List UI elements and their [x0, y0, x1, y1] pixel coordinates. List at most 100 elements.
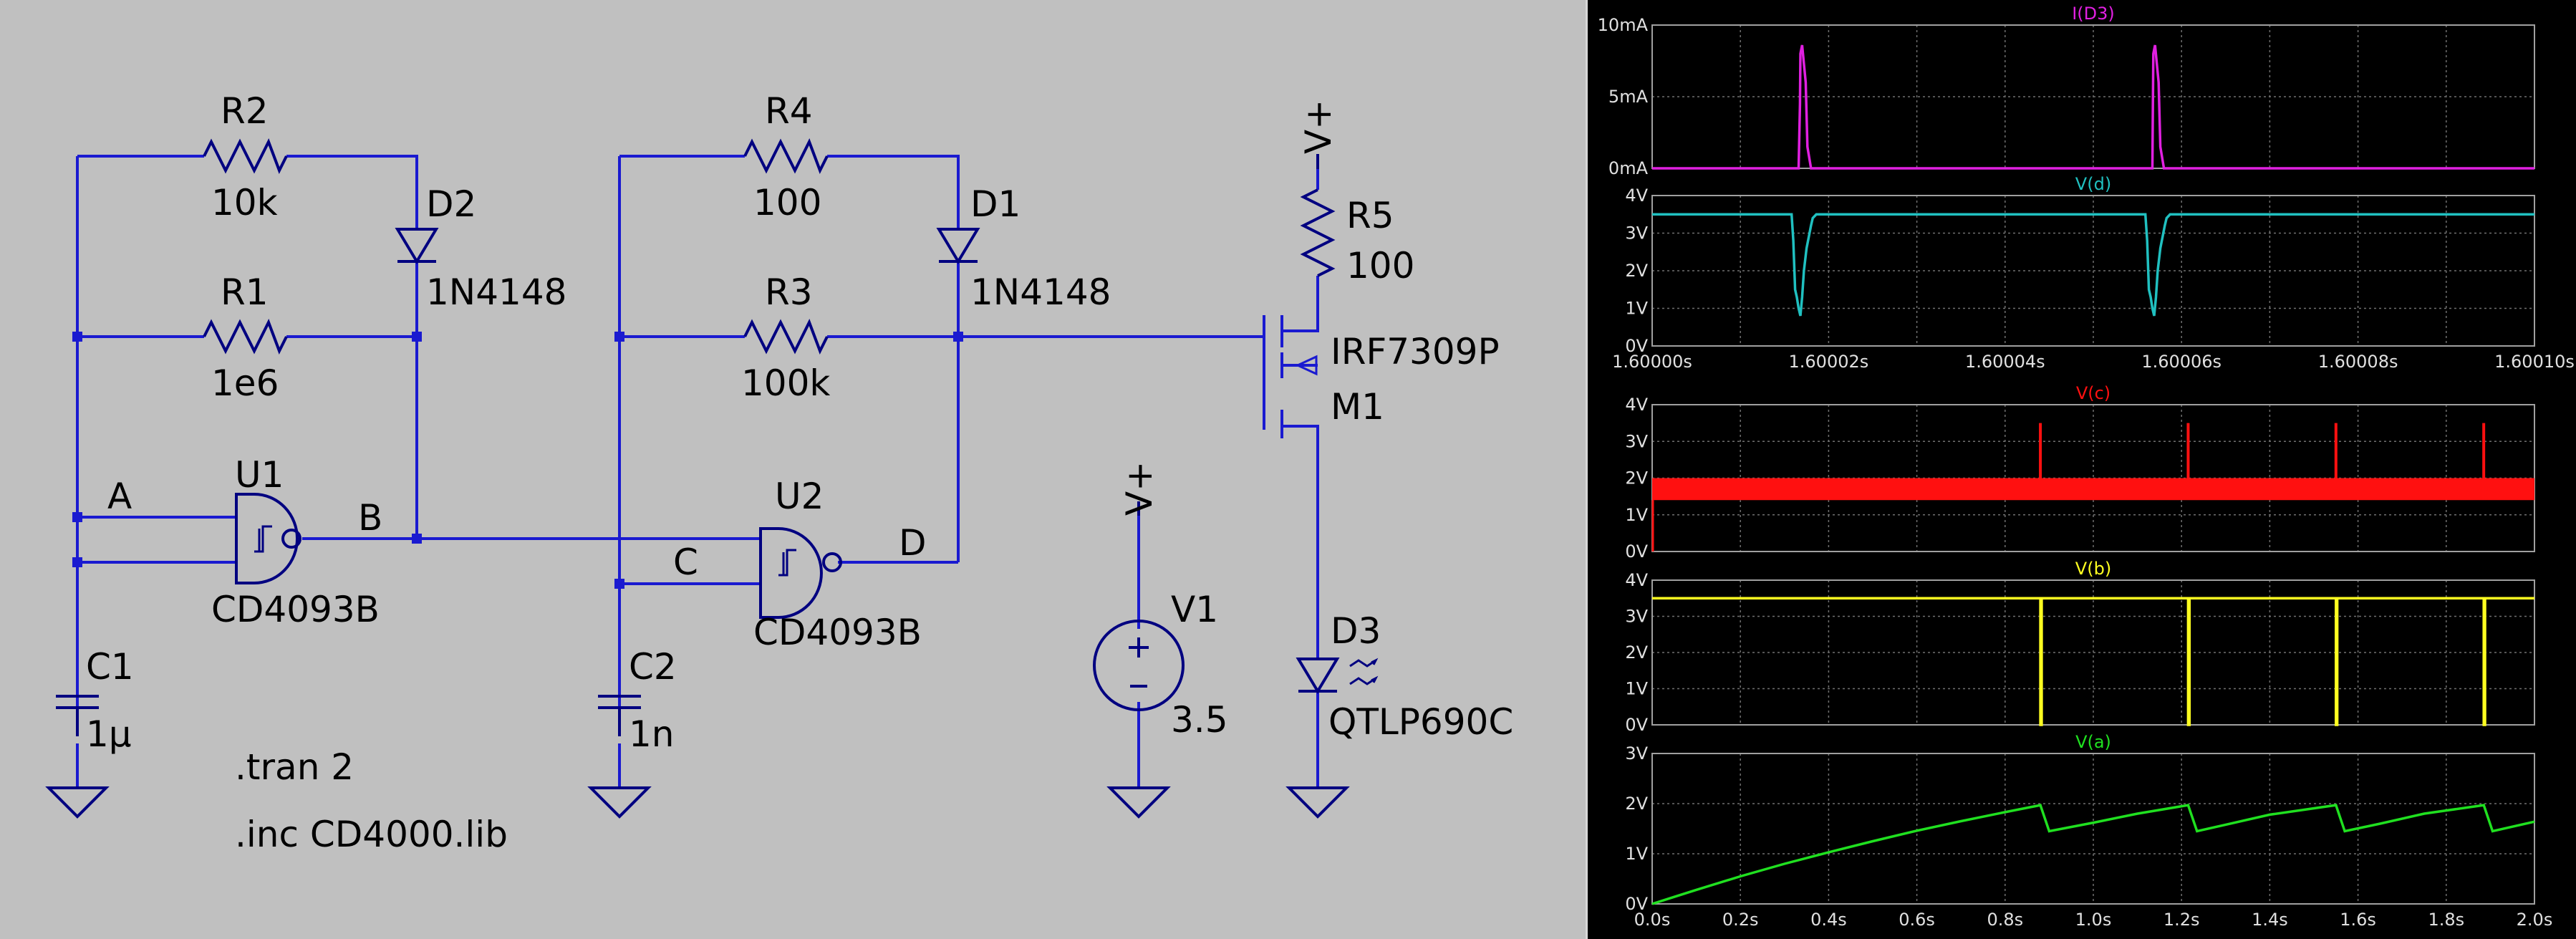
r1-value: 1e6	[211, 362, 279, 404]
plot-title[interactable]: V(d)	[2075, 174, 2111, 194]
x-tick-label: 0.2s	[1722, 910, 1759, 930]
y-tick-label: 3V	[1625, 743, 1648, 764]
d1-ref: D1	[970, 183, 1021, 225]
capacitors	[56, 695, 641, 736]
y-tick-label: 2V	[1625, 261, 1648, 281]
u1-value: CD4093B	[211, 589, 380, 630]
r5-ref: R5	[1346, 195, 1394, 236]
power-label-v1: V+	[1119, 461, 1160, 516]
net-label-b: B	[358, 497, 382, 539]
resistor-r4	[743, 138, 829, 174]
y-tick-label: 0mA	[1608, 158, 1649, 178]
x-tick-label: 1.2s	[2163, 910, 2200, 930]
y-tick-label: 5mA	[1608, 87, 1649, 107]
voltage-source-v1	[1093, 620, 1185, 711]
x-tick-label: 1.60008s	[2318, 352, 2398, 372]
y-tick-label: 1V	[1625, 505, 1648, 525]
plot-frame	[1651, 579, 2535, 726]
plot-title[interactable]: V(c)	[2076, 383, 2111, 403]
x-tick-label: 1.6s	[2340, 910, 2376, 930]
x-tick-label: 1.60002s	[1789, 352, 1869, 372]
plot-frame	[1651, 753, 2535, 905]
y-tick-label: 2V	[1625, 468, 1648, 488]
y-tick-label: 4V	[1625, 395, 1648, 415]
u2-value: CD4093B	[753, 612, 922, 653]
c2-ref: C2	[629, 646, 677, 688]
c1-value: 1µ	[86, 713, 132, 755]
x-tick-label: 0.6s	[1899, 910, 1935, 930]
y-tick-label: 3V	[1625, 607, 1648, 627]
plot-title[interactable]: I(D3)	[2072, 4, 2115, 24]
r2-value: 10k	[211, 182, 278, 223]
y-tick-label: 1V	[1625, 679, 1648, 699]
r5-value: 100	[1346, 245, 1414, 286]
plot-pane-1[interactable]: 0mA 5mA 10mA I(D3)	[1598, 4, 2535, 178]
y-tick-label: 1V	[1625, 844, 1648, 864]
ground-icon	[1285, 786, 1350, 819]
u1-ref: U1	[235, 454, 284, 496]
d1-value: 1N4148	[970, 271, 1111, 313]
resistor-r5	[1300, 188, 1336, 277]
directive-tran[interactable]: .tran 2	[235, 746, 354, 788]
m1-value: IRF7309P	[1331, 331, 1500, 372]
x-tick-label: 1.8s	[2428, 910, 2464, 930]
gate-u2	[759, 527, 842, 619]
ground-icon	[587, 786, 652, 819]
d3-ref: D3	[1331, 610, 1381, 652]
plot-title[interactable]: V(a)	[2075, 732, 2111, 752]
resistor-r1	[203, 319, 288, 355]
m1-arrow	[1295, 355, 1318, 376]
schematic-canvas[interactable]: R2 10k R1 1e6 D2 1N4148 R4 100 R3 100k D…	[0, 0, 1586, 939]
led-d3	[1296, 658, 1379, 694]
junctions	[72, 332, 963, 589]
y-tick-label: 2V	[1625, 642, 1648, 663]
x-tick-label: 1.0s	[2075, 910, 2112, 930]
y-tick-label: 0V	[1625, 715, 1648, 735]
r3-value: 100k	[741, 362, 830, 404]
nand-gates	[235, 493, 842, 619]
y-tick-label: 2V	[1625, 794, 1648, 814]
r3-ref: R3	[765, 271, 813, 313]
net-label-a: A	[107, 476, 132, 517]
ground-icon	[45, 786, 110, 819]
y-tick-label: 3V	[1625, 431, 1648, 451]
y-tick-label: 10mA	[1598, 15, 1649, 35]
plot-title[interactable]: V(b)	[2075, 559, 2111, 579]
y-tick-label: 0V	[1625, 336, 1648, 356]
x-tick-label: 1.60010s	[2494, 352, 2575, 372]
ground-icon	[1106, 786, 1171, 819]
diode-d1	[936, 228, 980, 264]
v1-value: 3.5	[1171, 699, 1228, 741]
pane-divider[interactable]	[1586, 0, 1588, 939]
d2-ref: D2	[426, 183, 476, 225]
x-tick-label: 1.60004s	[1965, 352, 2045, 372]
trace-line	[1652, 597, 2534, 726]
m1-ref: M1	[1331, 386, 1384, 428]
d3-value: QTLP690C	[1328, 701, 1513, 743]
directive-inc[interactable]: .inc CD4000.lib	[235, 814, 508, 855]
r4-value: 100	[753, 182, 821, 223]
trace-line	[1652, 213, 2534, 317]
schematic-editor[interactable]: R2 10k R1 1e6 D2 1N4148 R4 100 R3 100k D…	[0, 0, 1586, 939]
y-tick-label: 1V	[1625, 299, 1648, 319]
x-tick-label: 1.4s	[2252, 910, 2288, 930]
trace-line	[1651, 804, 2535, 905]
power-label-r5: V+	[1298, 100, 1339, 154]
d2-value: 1N4148	[426, 271, 566, 313]
net-label-d: D	[899, 522, 927, 564]
resistors	[203, 138, 1336, 355]
r4-ref: R4	[765, 90, 813, 132]
y-tick-label: 3V	[1625, 223, 1648, 244]
y-tick-label: 4V	[1625, 186, 1648, 206]
grounds	[45, 786, 1350, 819]
v1-ref: V1	[1171, 589, 1218, 630]
r2-ref: R2	[221, 90, 269, 132]
capacitor-c1	[56, 695, 99, 736]
resistor-r3	[743, 319, 829, 355]
